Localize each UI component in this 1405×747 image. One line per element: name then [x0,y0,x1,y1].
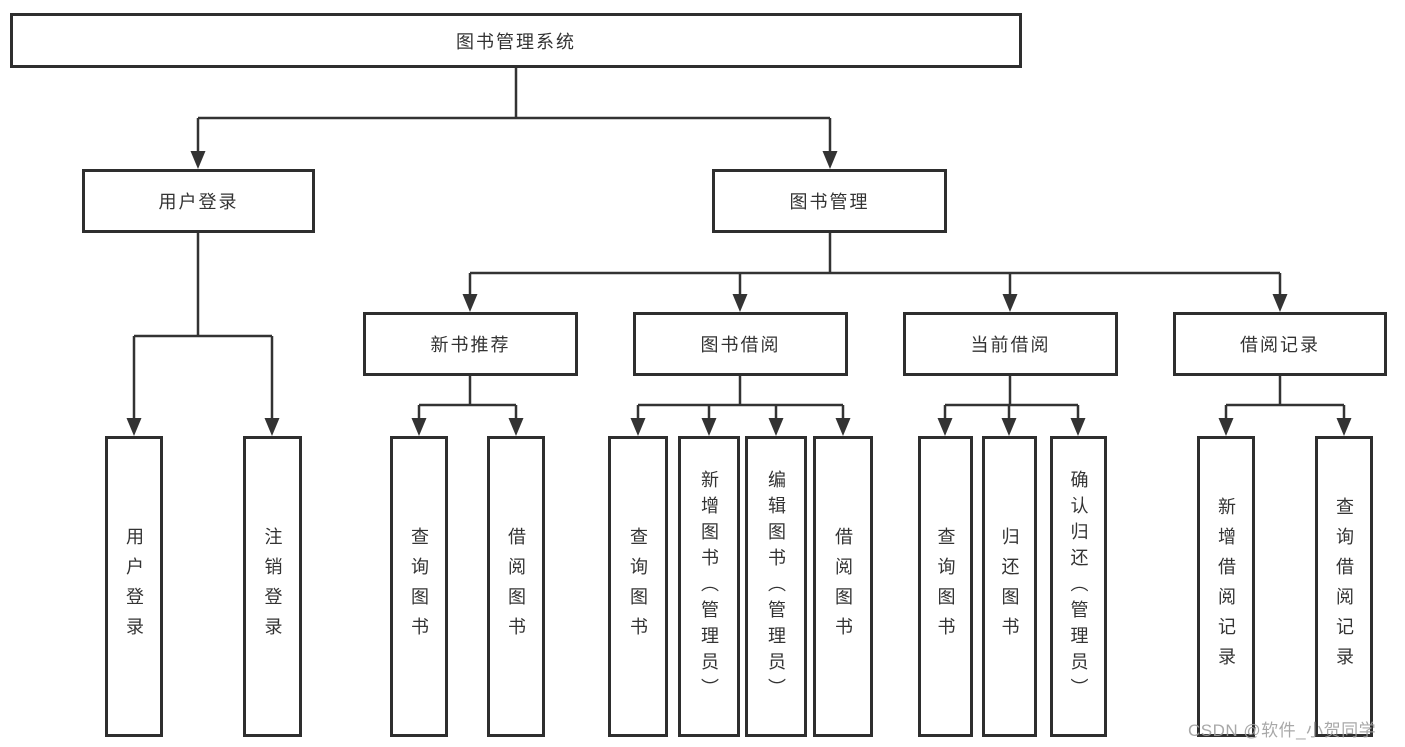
arrowheads [126,151,1352,436]
csdn-watermark: CSDN @软件_小贺同学 [1188,721,1377,740]
leaf-user-login: 用户登录 [105,436,163,737]
leaf-borrow-books-borrowing: 借阅图书 [813,436,873,737]
leaf-borrow-books-recommend: 借阅图书 [487,436,545,737]
leaf-return-books: 归还图书 [982,436,1037,737]
node-book-borrowing: 图书借阅 [633,312,848,376]
leaf-add-borrow-record: 新增借阅记录 [1197,436,1255,737]
node-user-login: 用户登录 [82,169,315,233]
leaf-query-borrow-record: 查询借阅记录 [1315,436,1373,737]
leaf-add-books-admin: 新增图书（管理员） [678,436,740,737]
leaf-query-books-current: 查询图书 [918,436,973,737]
node-book-management: 图书管理 [712,169,947,233]
leaf-logout: 注销登录 [243,436,302,737]
leaf-edit-books-admin: 编辑图书（管理员） [745,436,807,737]
node-library-management-system: 图书管理系统 [10,13,1022,68]
node-new-book-recommendation: 新书推荐 [363,312,578,376]
leaf-query-books-recommend: 查询图书 [390,436,448,737]
node-borrowing-records: 借阅记录 [1173,312,1387,376]
node-current-borrowing: 当前借阅 [903,312,1118,376]
leaf-confirm-return-admin: 确认归还（管理员） [1050,436,1107,737]
leaf-query-books-borrowing: 查询图书 [608,436,668,737]
